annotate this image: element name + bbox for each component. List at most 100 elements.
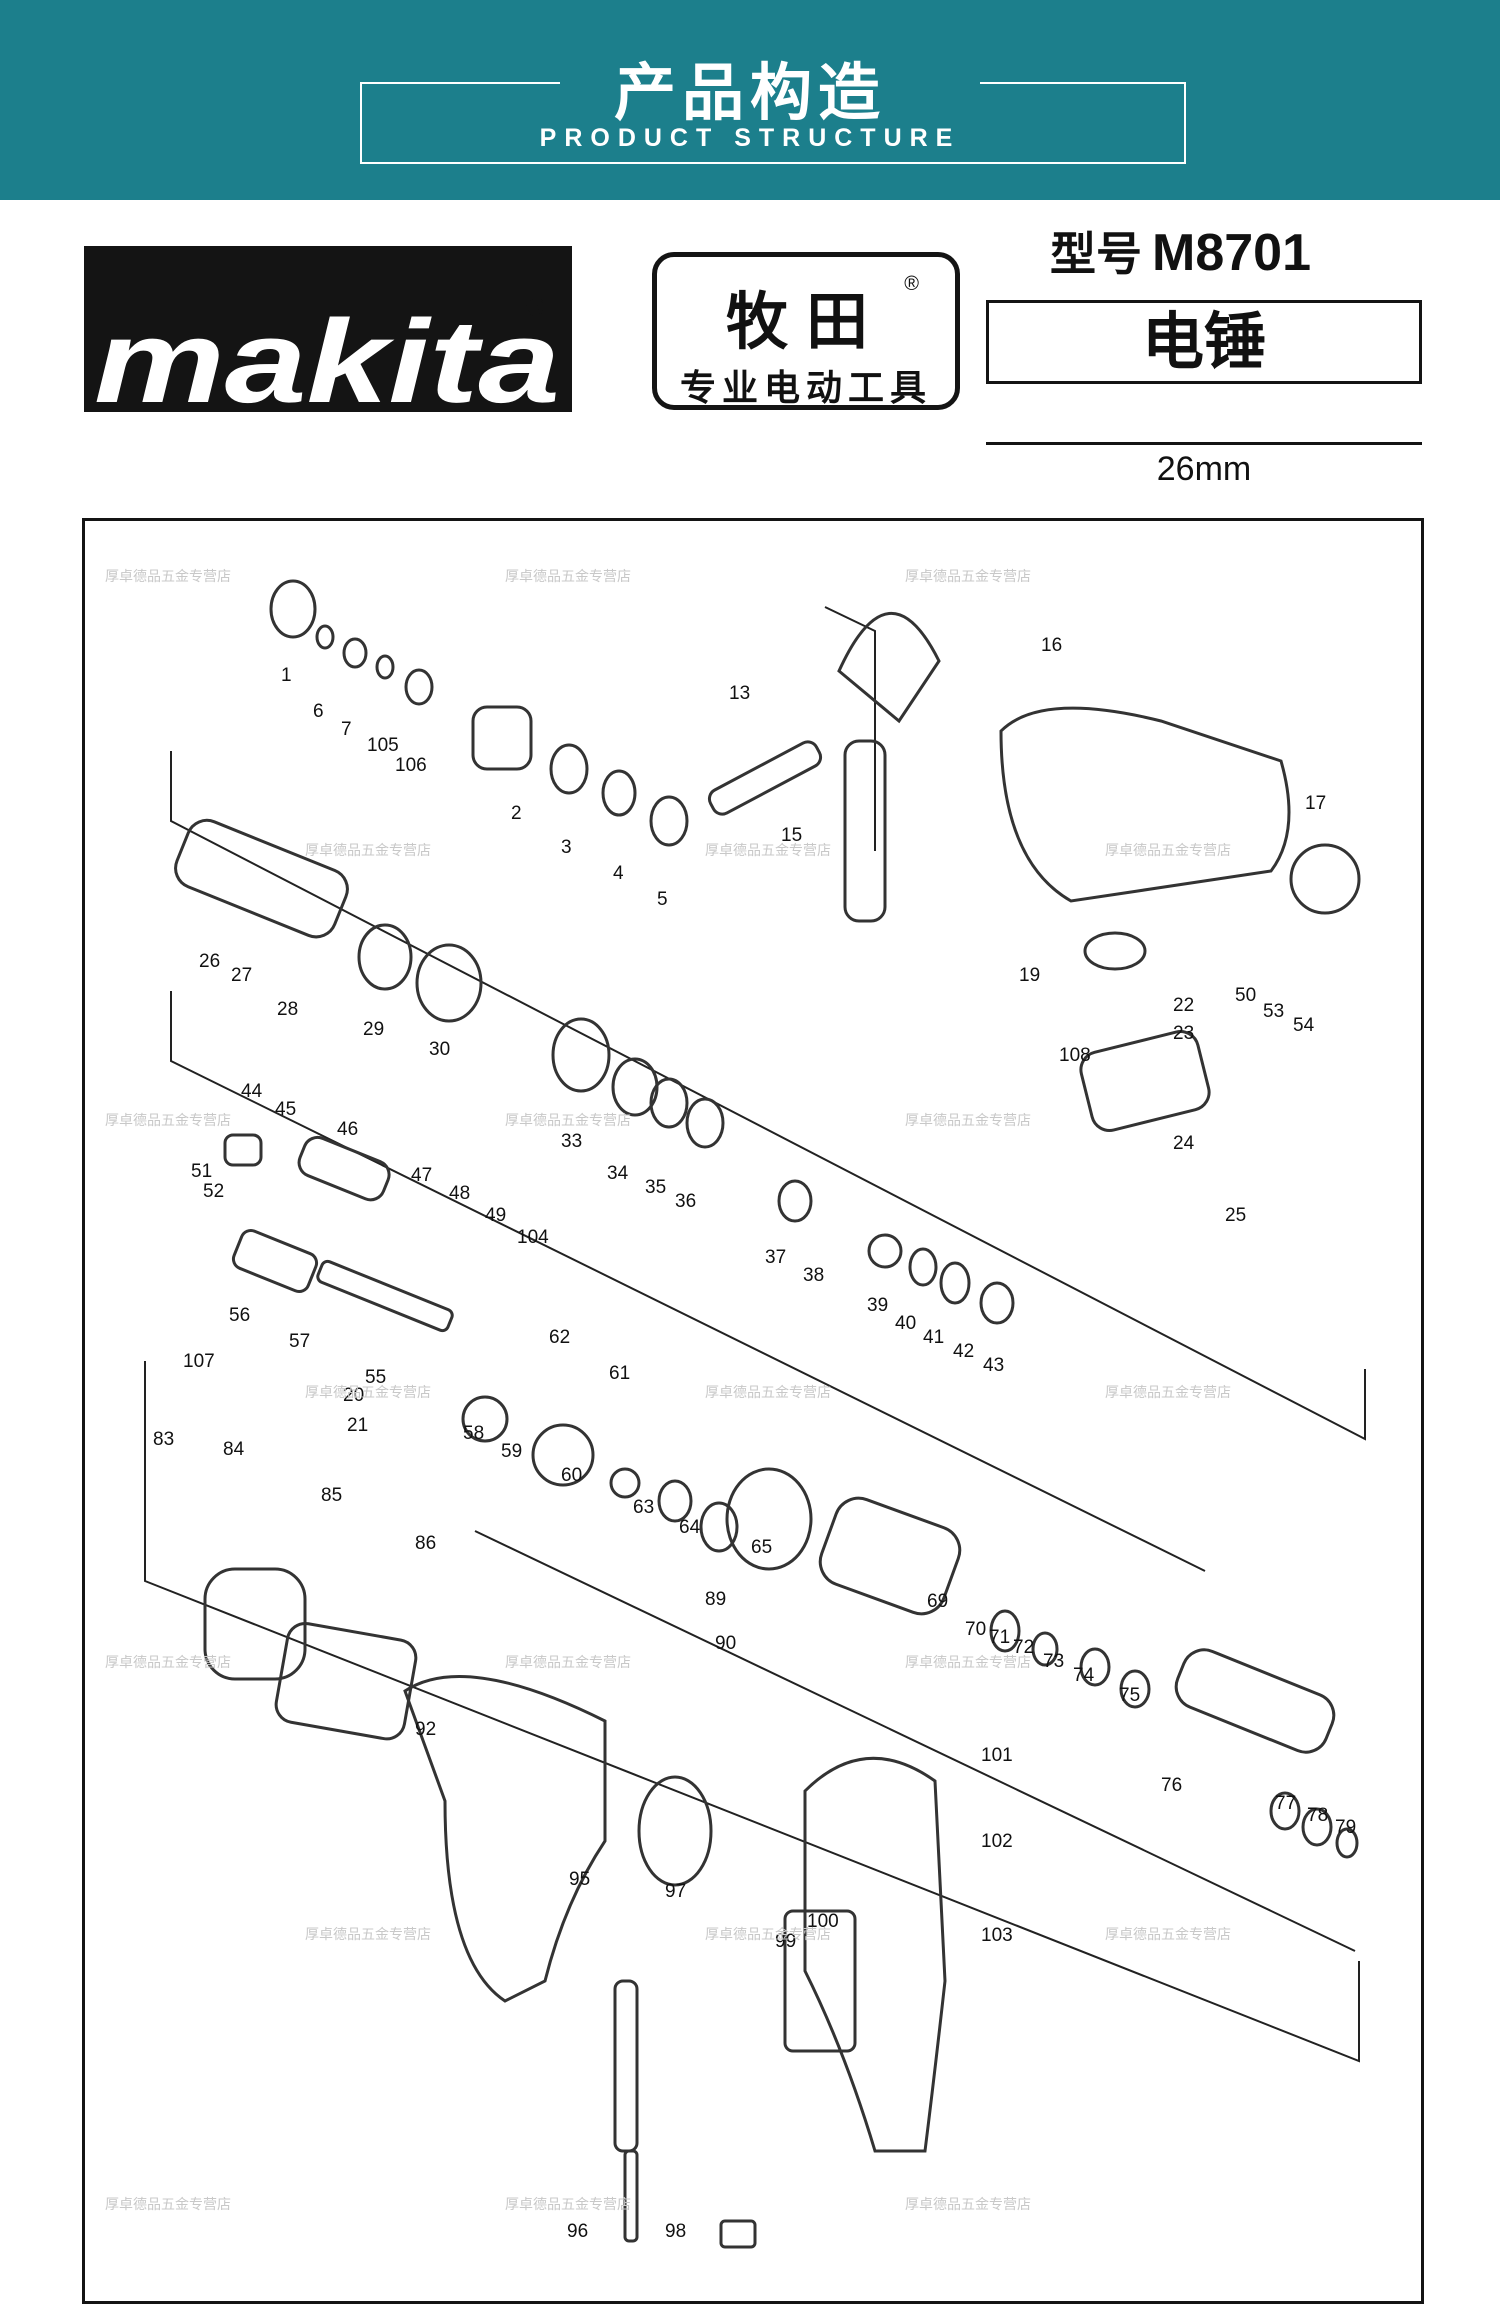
watermark-text: 厚卓德品五金专营店: [505, 1113, 631, 1129]
model-code: M8701: [1152, 224, 1311, 282]
part-label-108: 108: [1059, 1045, 1091, 1066]
product-spec: 26mm: [1156, 450, 1252, 488]
part-label-34: 34: [607, 1163, 629, 1184]
part-label-76: 76: [1161, 1775, 1182, 1796]
part-label-72: 72: [1013, 1637, 1034, 1658]
part-label-17: 17: [1305, 793, 1326, 814]
part-label-96: 96: [567, 2221, 588, 2242]
part-label-75: 75: [1119, 1685, 1140, 1706]
part-label-83: 83: [153, 1429, 174, 1450]
brand-box: 牧田 ® 专业电动工具: [652, 252, 960, 410]
part-label-25: 25: [1225, 1205, 1246, 1226]
part-label-7: 7: [341, 719, 352, 740]
watermark-text: 厚卓德品五金专营店: [705, 843, 831, 859]
part-label-61: 61: [609, 1363, 630, 1384]
part-label-105: 105: [367, 735, 399, 756]
banner-subtitle: PRODUCT STRUCTURE: [539, 124, 961, 152]
part-label-3: 3: [561, 837, 572, 858]
watermark-text: 厚卓德品五金专营店: [705, 1927, 831, 1943]
part-label-100: 100: [807, 1911, 839, 1932]
part-label-74: 74: [1073, 1665, 1095, 1686]
watermark-text: 厚卓德品五金专营店: [905, 1113, 1031, 1129]
part-label-48: 48: [449, 1183, 470, 1204]
watermark-text: 厚卓德品五金专营店: [1105, 1385, 1231, 1401]
part-label-37: 37: [765, 1247, 786, 1268]
brand-name: 牧田: [725, 285, 886, 358]
part-label-73: 73: [1043, 1651, 1064, 1672]
part-label-36: 36: [675, 1191, 696, 1212]
header-banner: 产品构造 PRODUCT STRUCTURE: [0, 0, 1500, 200]
part-label-24: 24: [1173, 1133, 1195, 1154]
part-label-4: 4: [613, 863, 624, 884]
part-label-51: 51: [191, 1161, 212, 1182]
part-label-71: 71: [989, 1627, 1010, 1648]
part-label-60: 60: [561, 1465, 582, 1486]
part-label-56: 56: [229, 1305, 250, 1326]
part-label-26: 26: [199, 951, 220, 972]
part-label-28: 28: [277, 999, 298, 1020]
part-label-16: 16: [1041, 635, 1062, 656]
part-label-27: 27: [231, 965, 252, 986]
product-name: 电锤: [986, 300, 1422, 384]
watermark-text: 厚卓德品五金专营店: [105, 1655, 231, 1671]
watermark-text: 厚卓德品五金专营店: [505, 1655, 631, 1671]
watermark-text: 厚卓德品五金专营店: [105, 2197, 231, 2213]
part-label-92: 92: [415, 1719, 436, 1740]
part-label-45: 45: [275, 1099, 296, 1120]
part-label-43: 43: [983, 1355, 1004, 1376]
part-label-42: 42: [953, 1341, 974, 1362]
watermark-text: 厚卓德品五金专营店: [705, 1385, 831, 1401]
part-label-39: 39: [867, 1295, 888, 1316]
part-label-23: 23: [1173, 1023, 1194, 1044]
logo-registered-mark: ®: [526, 292, 546, 322]
part-label-89: 89: [705, 1589, 726, 1610]
part-label-59: 59: [501, 1441, 522, 1462]
part-label-62: 62: [549, 1327, 570, 1348]
part-label-70: 70: [965, 1619, 986, 1640]
watermark-text: 厚卓德品五金专营店: [305, 1927, 431, 1943]
part-label-53: 53: [1263, 1001, 1284, 1022]
part-label-15: 15: [781, 825, 802, 846]
part-label-84: 84: [223, 1439, 245, 1460]
part-sketches: [174, 579, 1361, 2249]
part-label-98: 98: [665, 2221, 686, 2242]
watermark-text: 厚卓德品五金专营店: [905, 1655, 1031, 1671]
part-label-30: 30: [429, 1039, 450, 1060]
part-number-labels: 1671051062345131516172627282930192223505…: [153, 635, 1356, 2242]
part-label-65: 65: [751, 1537, 772, 1558]
watermark-text: 厚卓德品五金专营店: [105, 1113, 231, 1129]
part-label-52: 52: [203, 1181, 224, 1202]
part-label-13: 13: [729, 683, 750, 704]
part-label-86: 86: [415, 1533, 436, 1554]
part-label-54: 54: [1293, 1015, 1315, 1036]
part-label-99: 99: [775, 1931, 796, 1952]
part-label-50: 50: [1235, 985, 1256, 1006]
part-label-41: 41: [923, 1327, 944, 1348]
parts-diagram-svg: 1671051062345131516172627282930192223505…: [105, 569, 1366, 2249]
part-label-107: 107: [183, 1351, 215, 1372]
watermark-text: 厚卓德品五金专营店: [1105, 1927, 1231, 1943]
part-label-2: 2: [511, 803, 522, 824]
makita-wordmark: makita: [94, 306, 560, 412]
part-label-19: 19: [1019, 965, 1040, 986]
part-label-33: 33: [561, 1131, 582, 1152]
part-label-79: 79: [1335, 1817, 1356, 1838]
part-label-95: 95: [569, 1869, 590, 1890]
part-label-29: 29: [363, 1019, 384, 1040]
part-label-20: 20: [343, 1385, 364, 1406]
part-label-90: 90: [715, 1633, 736, 1654]
part-label-49: 49: [485, 1205, 506, 1226]
part-label-58: 58: [463, 1423, 484, 1444]
watermark-text: 厚卓德品五金专营店: [1105, 843, 1231, 859]
part-label-63: 63: [633, 1497, 654, 1518]
spec-divider: [986, 442, 1422, 445]
part-label-38: 38: [803, 1265, 824, 1286]
watermark-text: 厚卓德品五金专营店: [305, 1385, 431, 1401]
watermark-text: 厚卓德品五金专营店: [505, 569, 631, 585]
part-label-101: 101: [981, 1745, 1013, 1766]
part-label-55: 55: [365, 1367, 386, 1388]
banner-frame-gap: [560, 70, 980, 100]
part-label-35: 35: [645, 1177, 666, 1198]
part-label-104: 104: [517, 1227, 549, 1248]
